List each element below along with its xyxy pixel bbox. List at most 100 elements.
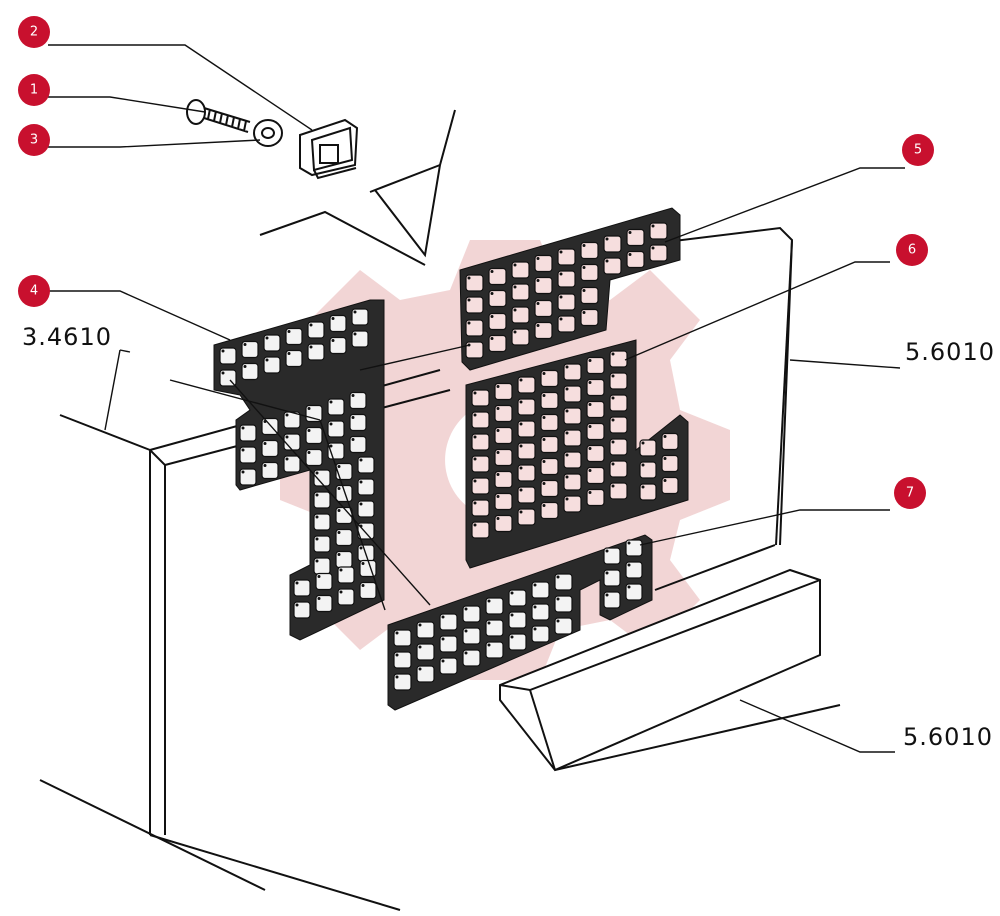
key-cell	[609, 482, 628, 500]
key-cell-dot	[418, 623, 422, 627]
key-cell	[517, 420, 536, 438]
key-cell-dot	[487, 621, 491, 625]
callout-6-label: 6	[908, 243, 916, 258]
key-cell-dot	[536, 257, 540, 260]
key-cell-dot	[533, 583, 537, 587]
key-cell	[517, 442, 536, 460]
key-cell	[517, 486, 536, 504]
key-cell-dot	[611, 396, 615, 400]
key-cell	[511, 261, 530, 279]
key-cell	[508, 589, 527, 607]
keypad-panel-5	[459, 207, 681, 371]
key-cell-dot	[287, 352, 291, 355]
key-cell-dot	[241, 470, 245, 474]
key-cell-dot	[588, 469, 592, 472]
key-cell	[517, 508, 536, 526]
key-cell-dot	[641, 463, 645, 467]
callout-3[interactable]: 3	[18, 124, 50, 156]
key-cell-dot	[473, 479, 477, 483]
key-cell-dot	[351, 394, 355, 397]
callout-6[interactable]: 6	[896, 234, 928, 266]
key-cell-dot	[559, 317, 563, 321]
key-cell-dot	[582, 244, 586, 247]
key-cell-dot	[496, 495, 500, 498]
key-cell-dot	[496, 517, 500, 520]
key-cell-dot	[441, 659, 445, 663]
key-cell	[531, 603, 550, 621]
key-cell	[488, 289, 507, 308]
callout-2-label: 2	[30, 25, 38, 40]
key-cell-dot	[331, 339, 335, 342]
key-cell-dot	[533, 627, 537, 631]
key-cell-dot	[285, 457, 289, 461]
reference-bottom-block: 5.6010	[903, 723, 993, 751]
key-cell-dot	[556, 619, 560, 623]
key-cell	[603, 257, 622, 275]
key-cell	[540, 413, 559, 432]
keypad-panel-6	[465, 339, 689, 569]
callout-5[interactable]: 5	[902, 134, 934, 166]
key-cell-dot	[317, 575, 321, 578]
key-cell-dot	[263, 464, 267, 467]
callout-4[interactable]: 4	[18, 275, 50, 307]
key-cell-dot	[351, 438, 355, 441]
key-cell	[563, 407, 582, 425]
key-cell-dot	[651, 246, 655, 250]
key-cell	[465, 274, 484, 292]
key-cell-dot	[241, 448, 245, 452]
key-cell-dot	[519, 466, 523, 470]
key-cell-dot	[519, 444, 523, 448]
key-cell-dot	[536, 324, 540, 327]
callout-7[interactable]: 7	[894, 477, 926, 509]
key-cell	[563, 385, 582, 403]
right-housing-panel	[259, 109, 794, 591]
key-cell-dot	[513, 263, 517, 267]
key-cell-dot	[309, 345, 313, 349]
key-cell-dot	[513, 285, 517, 289]
key-cell-dot	[588, 491, 592, 494]
key-cell-dot	[588, 359, 592, 362]
key-cell-dot	[559, 250, 563, 254]
key-cell-dot	[315, 493, 319, 497]
key-cell-dot	[418, 667, 422, 671]
key-cell-dot	[663, 479, 667, 482]
key-cell-dot	[361, 562, 365, 565]
key-cell-dot	[329, 400, 333, 404]
callout-2[interactable]: 2	[18, 16, 50, 48]
key-cell-dot	[513, 308, 517, 312]
key-cell-dot	[295, 603, 299, 607]
key-cell	[540, 457, 559, 476]
key-cell	[534, 299, 553, 318]
key-cell	[563, 363, 582, 381]
key-cell-dot	[565, 431, 569, 435]
key-cell	[603, 235, 622, 253]
key-cell	[471, 433, 490, 451]
callout-1[interactable]: 1	[18, 74, 50, 106]
key-cell-dot	[317, 597, 321, 600]
key-cell-dot	[605, 549, 609, 553]
key-cell	[563, 451, 582, 469]
key-cell-dot	[627, 541, 631, 545]
keypad-panel-4	[213, 299, 385, 641]
key-cell-dot	[588, 447, 592, 450]
washer-part	[253, 119, 283, 147]
leader-lines	[48, 44, 905, 753]
key-cell-dot	[542, 482, 546, 485]
key-cell-dot	[641, 441, 645, 445]
key-cell	[511, 328, 530, 346]
key-cell	[540, 501, 559, 520]
key-cell-dot	[519, 488, 523, 492]
key-cell	[580, 286, 599, 305]
key-cell	[416, 665, 435, 683]
key-cell	[517, 398, 536, 416]
key-cell-dot	[651, 224, 655, 228]
key-cell	[586, 444, 605, 463]
key-cell-dot	[331, 317, 335, 320]
key-cell	[494, 448, 513, 467]
key-cell-dot	[243, 365, 247, 368]
key-cell-dot	[496, 407, 500, 410]
key-cell-dot	[565, 453, 569, 457]
key-cell-dot	[337, 465, 341, 468]
key-cell-dot	[605, 259, 609, 263]
key-cell-dot	[519, 400, 523, 404]
